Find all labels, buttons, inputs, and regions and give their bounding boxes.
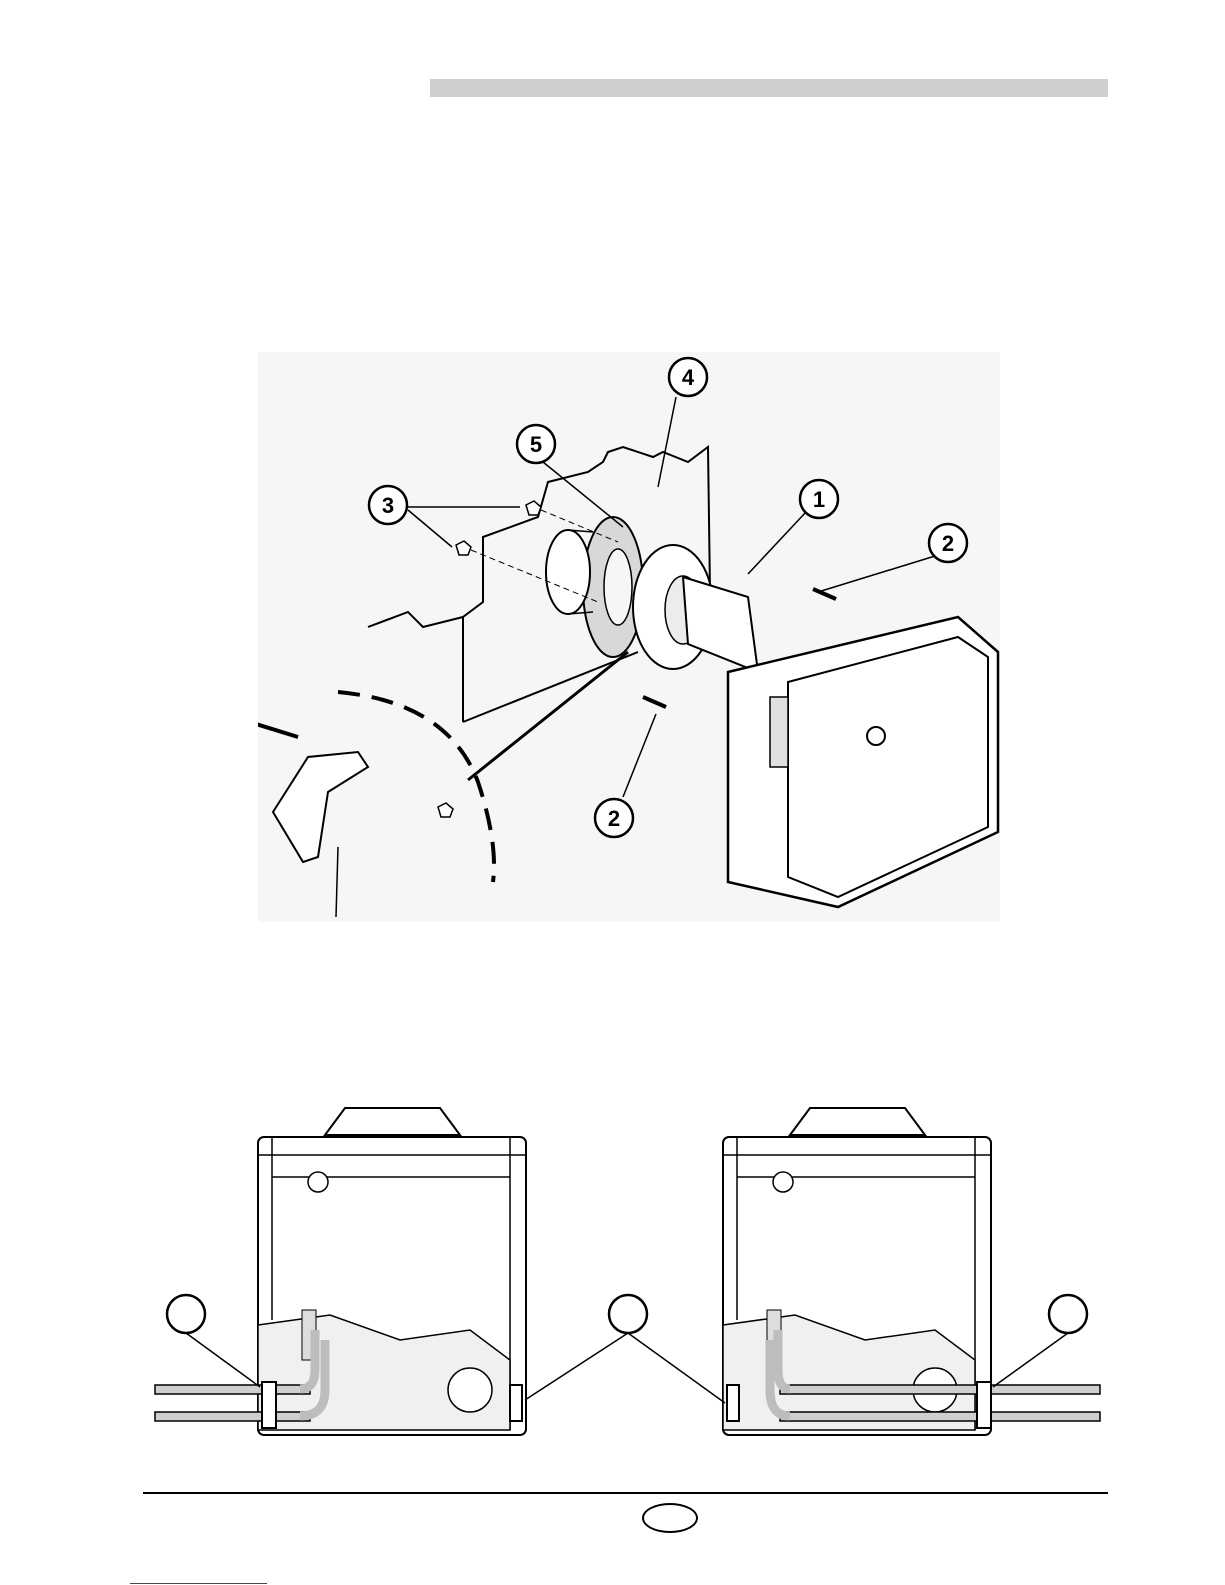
nut-lower [456, 541, 471, 555]
callout-1: 1 [800, 480, 838, 518]
callout-right-b [1049, 1295, 1087, 1333]
callout-2b: 2 [595, 799, 633, 837]
section-header-bar [430, 79, 1108, 97]
burner-connector [770, 697, 788, 767]
cable-gland-right-spare [727, 1385, 739, 1421]
cable-routing-drawing [0, 1100, 1225, 1460]
bottom-link-underline[interactable] [130, 1583, 267, 1584]
gasket-hole [604, 549, 632, 625]
nut-upper [526, 501, 541, 515]
burner-mounting-figure: 4 5 3 1 2 2 [258, 352, 1000, 922]
boiler-wall-base [463, 652, 638, 722]
boiler-wall-bottom [368, 612, 463, 627]
svg-text:1: 1 [813, 487, 825, 512]
blast-tube-end [546, 530, 590, 614]
cover-screw [867, 727, 885, 745]
burner-cover [788, 637, 988, 897]
detail-arc [338, 692, 494, 882]
screw-lower [643, 697, 666, 707]
detail-leg [336, 847, 338, 917]
cable-gland-left-spare [510, 1385, 522, 1421]
footer-rule [143, 1492, 1108, 1494]
svg-text:2: 2 [942, 531, 954, 556]
detail-leader [468, 652, 628, 780]
svg-text:3: 3 [382, 493, 394, 518]
burner-mounting-drawing: 4 5 3 1 2 2 [258, 352, 1000, 922]
callout-5: 5 [517, 425, 555, 463]
page-number-badge [642, 1503, 698, 1533]
svg-text:2: 2 [608, 806, 620, 831]
cable-gland-right [977, 1382, 991, 1428]
svg-text:4: 4 [682, 365, 695, 390]
detail-bolt [258, 724, 298, 737]
svg-text:5: 5 [530, 432, 542, 457]
callout-left-b [609, 1295, 647, 1333]
detail-nut [438, 803, 453, 817]
callout-left-a [167, 1295, 205, 1333]
cable-routing-figure [0, 1100, 1225, 1460]
callout-4: 4 [669, 358, 707, 396]
callout-2a: 2 [929, 524, 967, 562]
detail-flange [273, 752, 368, 862]
callout-3: 3 [369, 486, 407, 524]
cable-gland-left [262, 1382, 276, 1428]
